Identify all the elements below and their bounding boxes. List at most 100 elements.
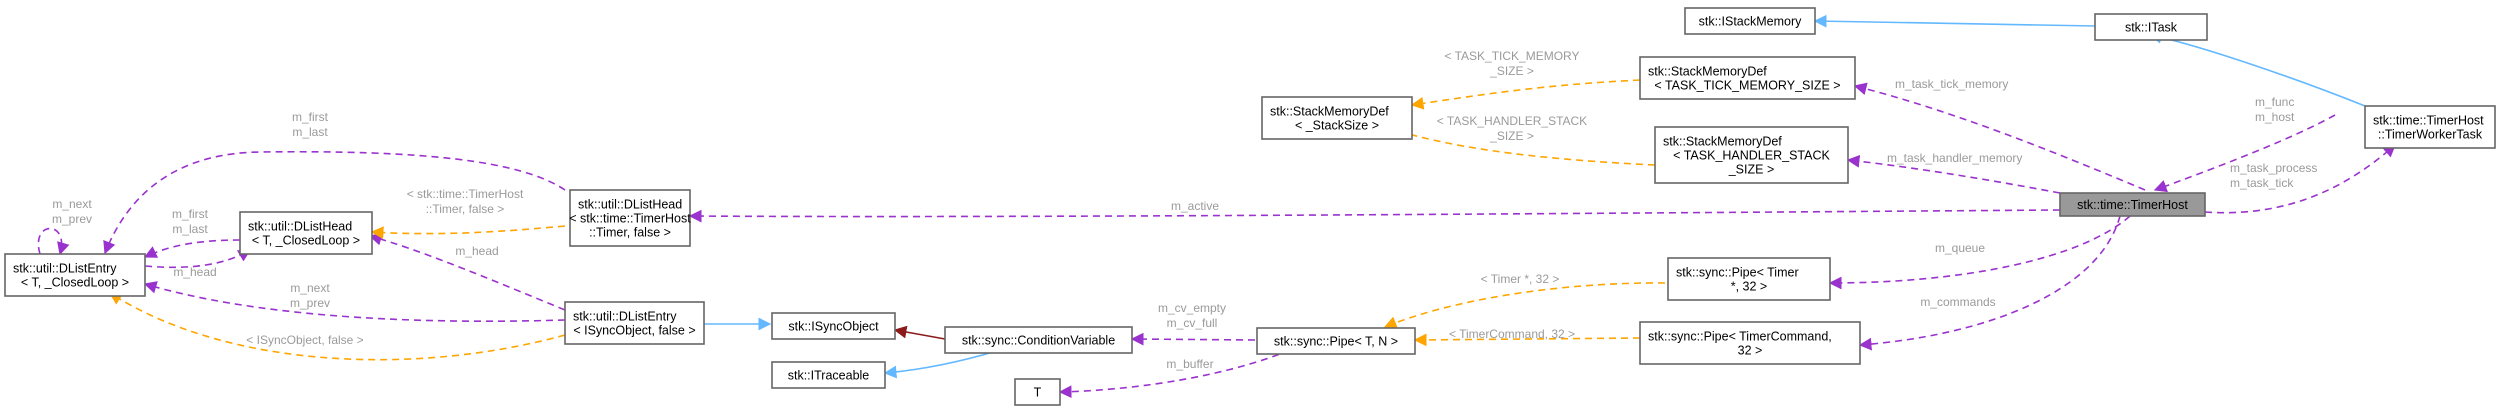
edge-template-timer-32 xyxy=(1383,282,1666,329)
node-box xyxy=(1639,321,1861,365)
edge-dlisthead-closedloop-m-first-last xyxy=(143,239,241,258)
node-label-line: stk::StackMemoryDef xyxy=(1663,135,1782,149)
node-label-line: stk::ISyncObject xyxy=(788,320,879,334)
node-box xyxy=(771,312,896,340)
node-stackmemorydef-stacksize[interactable]: stk::StackMemoryDef< _StackSize > xyxy=(1261,96,1413,140)
node-box xyxy=(1667,257,1831,301)
node-box xyxy=(1261,96,1413,140)
edge-dlistentry-isync-m-next-prev xyxy=(143,281,566,323)
node-label-line: stk::sync::Pipe< TimerCommand, xyxy=(1648,330,1832,344)
node-stackmemorydef-tick[interactable]: stk::StackMemoryDef< TASK_TICK_MEMORY_SI… xyxy=(1639,56,1856,100)
node-isyncobject[interactable]: stk::ISyncObject xyxy=(771,312,896,340)
edge-label-tpl-timer-32: < Timer *, 32 > xyxy=(1481,272,1560,286)
node-itask[interactable]: stk::ITask xyxy=(2094,13,2208,41)
edge-label-m-cv-empty-full: m_cv_full xyxy=(1167,316,1218,330)
edge-label-m-task-process-tick: m_task_tick xyxy=(2230,176,2294,190)
edge-label-tpl-handler-stack: _SIZE > xyxy=(1489,129,1534,143)
node-label-line: < stk::time::TimerHost xyxy=(569,212,691,226)
edge-label-m-queue: m_queue xyxy=(1935,241,1985,255)
edge-label-m-func-host: m_host xyxy=(2255,110,2295,124)
node-pipe-timercommand[interactable]: stk::sync::Pipe< TimerCommand,32 > xyxy=(1639,321,1861,365)
edge-labels-layer: m_task_tick_memorym_task_handler_memorym… xyxy=(52,49,2317,371)
edge-label-m-next-prev-isync: m_prev xyxy=(290,296,330,310)
edge-label-m-head-dlh: m_head xyxy=(455,244,498,258)
edge-timerhost-m-task-handler-memory xyxy=(1846,154,2061,194)
node-label-line: _SIZE > xyxy=(1728,163,1775,177)
node-label-line: stk::StackMemoryDef xyxy=(1270,105,1389,119)
node-timerworkertask[interactable]: stk::time::TimerHost::TimerWorkerTask xyxy=(2364,105,2496,149)
node-stackmemorydef-handler[interactable]: stk::StackMemoryDef< TASK_HANDLER_STACK_… xyxy=(1654,126,1849,184)
node-label-line: stk::util::DListEntry xyxy=(573,310,677,324)
node-itraceable[interactable]: stk::ITraceable xyxy=(771,361,886,389)
edge-label-m-first-last-top: m_first xyxy=(292,110,329,124)
edge-label-tpl-timerhost-timer: < stk::time::TimerHost xyxy=(407,187,524,201)
node-dlistentry-closedloop[interactable]: stk::util::DListEntry< T, _ClosedLoop > xyxy=(4,253,146,297)
edge-label-m-next-prev-isync: m_next xyxy=(290,281,330,295)
node-box xyxy=(771,361,886,389)
node-label-line: < _StackSize > xyxy=(1295,119,1379,133)
node-box xyxy=(1256,327,1416,355)
node-label-line: T xyxy=(1034,386,1042,400)
edge-label-m-commands: m_commands xyxy=(1920,295,1995,309)
node-label-line: < T, _ClosedLoop > xyxy=(252,234,360,248)
node-box xyxy=(1654,126,1849,184)
node-label-line: stk::sync::Pipe< T, N > xyxy=(1274,335,1398,349)
node-t[interactable]: T xyxy=(1014,378,1061,406)
edge-label-tpl-timerhost-timer: ::Timer, false > xyxy=(426,202,505,216)
edge-template-timercommand-32 xyxy=(1413,333,1641,347)
edge-label-m-task-process-tick: m_task_process xyxy=(2230,161,2317,175)
node-box xyxy=(1014,378,1061,406)
edge-label-m-func-host: m_func xyxy=(2255,95,2294,109)
edge-label-tpl-tick-memory: < TASK_TICK_MEMORY xyxy=(1444,49,1579,63)
edge-pipe-tn-m-buffer xyxy=(1058,349,1291,399)
node-box xyxy=(944,326,1133,354)
edge-dlistentry-self-m-next-prev xyxy=(37,227,70,256)
node-dlisthead-timer[interactable]: stk::util::DListHead< stk::time::TimerHo… xyxy=(569,189,691,247)
node-label-line: stk::ITask xyxy=(2125,21,2178,35)
node-label-line: *, 32 > xyxy=(1731,280,1768,294)
node-label-line: ::TimerWorkerTask xyxy=(2378,128,2483,142)
node-label-line: stk::sync::ConditionVariable xyxy=(962,334,1115,348)
node-pipe-timer[interactable]: stk::sync::Pipe< Timer*, 32 > xyxy=(1667,257,1831,301)
node-label-line: stk::util::DListHead xyxy=(248,220,352,234)
node-box xyxy=(4,253,146,297)
node-box xyxy=(239,211,373,255)
edge-timerhost-m-queue xyxy=(1828,215,2131,290)
edge-label-m-task-handler-memory: m_task_handler_memory xyxy=(1887,151,2022,165)
edge-label-m-head-dle: m_head xyxy=(173,265,216,279)
node-box xyxy=(2364,105,2496,149)
node-box xyxy=(2094,13,2208,41)
node-label-line: stk::time::TimerHost xyxy=(2077,198,2188,212)
edge-timerhost-m-active xyxy=(688,209,2061,223)
node-dlisthead-closedloop[interactable]: stk::util::DListHead< T, _ClosedLoop > xyxy=(239,211,373,255)
edge-label-tpl-handler-stack: < TASK_HANDLER_STACK xyxy=(1437,114,1587,128)
edge-label-tpl-isyncobject: < ISyncObject, false > xyxy=(246,333,363,347)
node-label-line: stk::StackMemoryDef xyxy=(1648,65,1767,79)
edge-label-m-first-last-top: m_last xyxy=(292,125,328,139)
edge-template-handler-stack xyxy=(1393,127,1656,166)
edge-label-m-first-last-head: m_first xyxy=(172,207,209,221)
edge-template-isyncobject xyxy=(108,292,566,361)
node-istackmemory[interactable]: stk::IStackMemory xyxy=(1684,7,1816,35)
node-label-line: < T, _ClosedLoop > xyxy=(21,276,129,290)
edge-template-tick-memory xyxy=(1410,79,1641,110)
node-box xyxy=(2059,192,2206,217)
node-box xyxy=(569,189,691,247)
node-label-line: 32 > xyxy=(1738,344,1763,358)
edge-pipe-tn-m-cv xyxy=(1130,332,1256,346)
edge-timerworkertask-m-func-host xyxy=(2153,114,2336,193)
node-box xyxy=(1639,56,1856,100)
node-pipe-tn[interactable]: stk::sync::Pipe< T, N > xyxy=(1256,327,1416,355)
node-label-line: ::Timer, false > xyxy=(589,226,671,240)
edge-conditionvariable-to-isyncobject xyxy=(893,325,946,340)
node-timerhost[interactable]: stk::time::TimerHost xyxy=(2059,192,2206,217)
edge-template-timerhost-timer xyxy=(370,225,566,240)
node-label-line: < ISyncObject, false > xyxy=(573,324,695,338)
edge-label-tpl-timercommand-32: < TimerCommand, 32 > xyxy=(1449,327,1575,341)
node-label-line: stk::ITraceable xyxy=(788,369,870,383)
edge-timerhost-m-task-tick-memory xyxy=(1853,82,2146,191)
node-dlistentry-isync[interactable]: stk::util::DListEntry< ISyncObject, fals… xyxy=(564,301,705,345)
node-conditionvariable[interactable]: stk::sync::ConditionVariable xyxy=(944,326,1133,354)
edge-label-m-cv-empty-full: m_cv_empty xyxy=(1158,301,1226,315)
